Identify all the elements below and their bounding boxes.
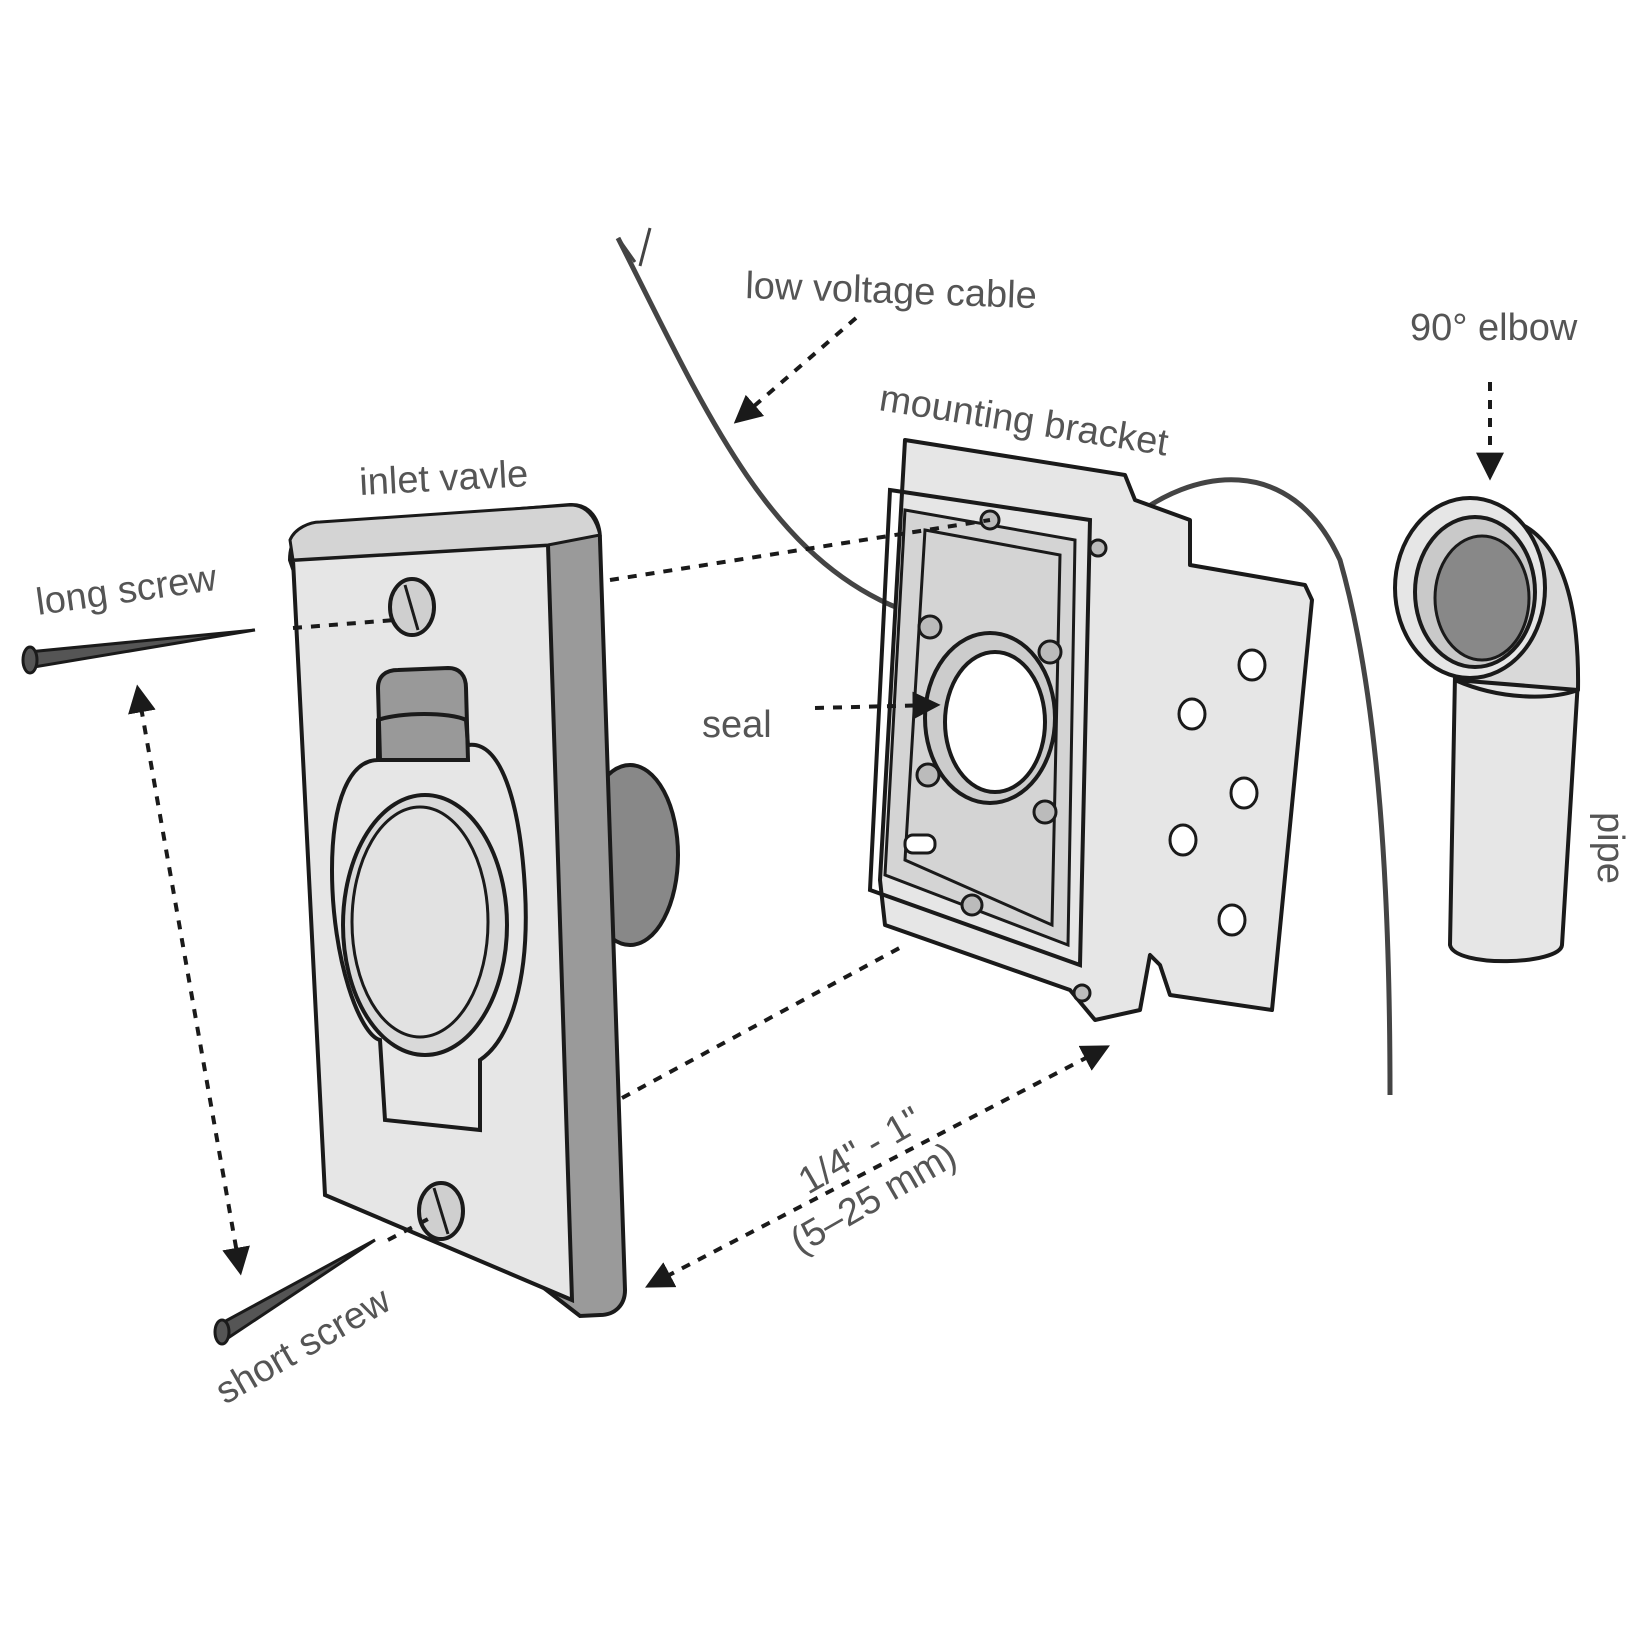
label-low-voltage-cable: low voltage cable: [745, 265, 1038, 317]
guide-bottom: [621, 943, 906, 1100]
pipe: [1448, 673, 1580, 964]
label-long-screw: long screw: [33, 557, 219, 624]
arrow-low-voltage-cable: [733, 316, 858, 424]
arrow-wall-thickness: [645, 1045, 1110, 1288]
guide-short-screw: [387, 1216, 431, 1242]
label-short-screw: short screw: [209, 1279, 399, 1413]
long-screw: [21, 628, 256, 675]
seal: [923, 631, 1057, 805]
short-screw: [213, 1238, 376, 1346]
label-inlet-valve: inlet vavle: [358, 453, 529, 504]
arrow-seal: [814, 691, 941, 720]
arrow-screw-spacing: [128, 684, 250, 1276]
label-seal: seal: [702, 704, 772, 746]
label-elbow: 90° elbow: [1410, 307, 1578, 349]
inlet-valve: [287, 502, 680, 1319]
label-pipe: pipe: [1589, 812, 1631, 884]
leader-lines: [128, 316, 1504, 1288]
elbow: [1393, 496, 1581, 699]
